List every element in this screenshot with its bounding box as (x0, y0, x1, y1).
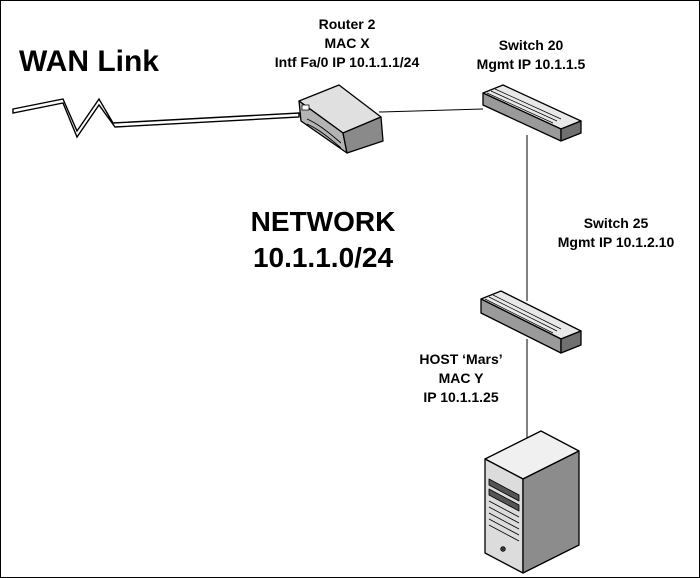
switch-20-name: Switch 20 (498, 37, 564, 53)
switch-20-icon (482, 84, 582, 142)
host-name: HOST ‘Mars’ (419, 351, 503, 367)
host-ip: IP 10.1.1.25 (423, 389, 499, 405)
wan-link-label: WAN Link (19, 45, 159, 78)
switch-20-label: Switch 20 Mgmt IP 10.1.1.5 (456, 36, 606, 74)
host-label: HOST ‘Mars’ MAC Y IP 10.1.1.25 (399, 350, 523, 407)
switch-25-name: Switch 25 (583, 215, 649, 231)
router-icon (298, 84, 384, 154)
host-server-icon (484, 430, 580, 574)
router-name: Router 2 (318, 16, 376, 32)
network-subnet: 10.1.1.0/24 (252, 242, 394, 273)
switch-25-mgmt: Mgmt IP 10.1.2.10 (557, 234, 675, 250)
switch-25-icon (480, 290, 582, 354)
link-router-switch20 (378, 108, 484, 113)
wan-lightning-bolt (12, 97, 300, 139)
network-label: NETWORK 10.1.1.0/24 (233, 204, 413, 276)
router-interface: Intf Fa/0 IP 10.1.1.1/24 (274, 54, 420, 70)
switch-20-mgmt: Mgmt IP 10.1.1.5 (476, 56, 586, 72)
router-mac: MAC X (324, 35, 370, 51)
switch-25-label: Switch 25 Mgmt IP 10.1.2.10 (533, 214, 699, 252)
network-name: NETWORK (250, 206, 396, 237)
host-mac: MAC Y (438, 370, 484, 386)
router-label: Router 2 MAC X Intf Fa/0 IP 10.1.1.1/24 (239, 15, 455, 72)
